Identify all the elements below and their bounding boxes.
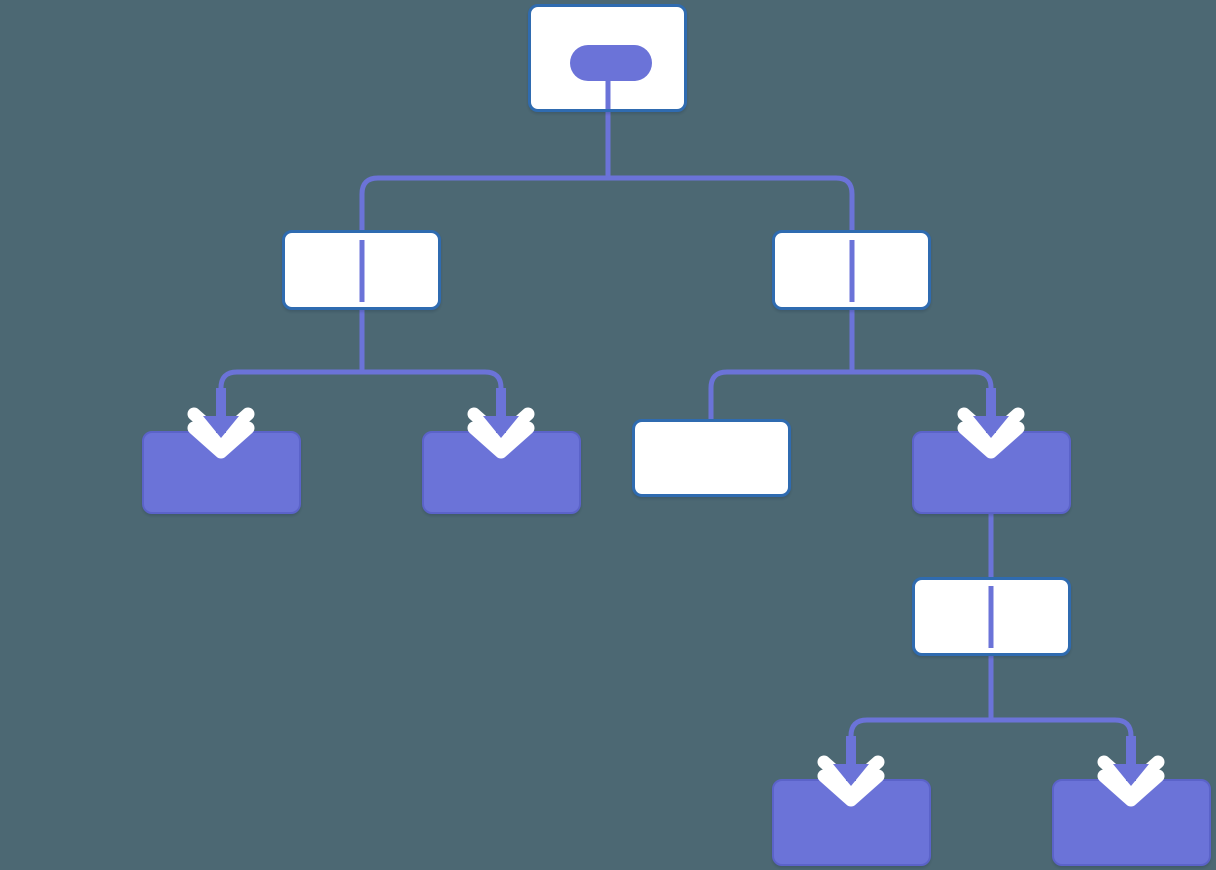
node-level1-left[interactable] [282,230,441,310]
node-level4-a[interactable] [772,779,931,866]
node-level3-a[interactable] [912,577,1071,656]
node-level2-d[interactable] [912,431,1071,514]
node-root-label-pill [570,45,652,81]
node-level2-c[interactable] [632,419,791,497]
node-level4-b[interactable] [1052,779,1211,866]
node-level2-b[interactable] [422,431,581,514]
node-level2-a[interactable] [142,431,301,514]
node-level1-right[interactable] [772,230,931,310]
node-root[interactable] [528,4,687,112]
